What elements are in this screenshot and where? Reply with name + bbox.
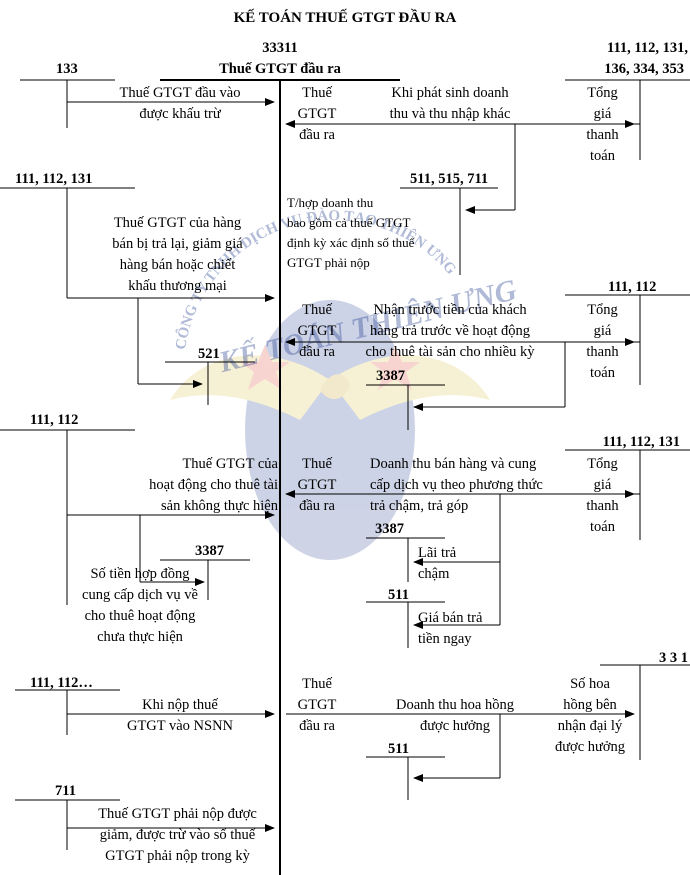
label-output-vat-2: Thuế GTGT đầu ra bbox=[297, 302, 337, 360]
label-output-vat-4: Thuế GTGT đầu ra bbox=[297, 676, 337, 734]
label-prepaid-lease: Nhận trước tiền của khách hàng trả trước… bbox=[365, 302, 535, 360]
label-commission-agent: Số hoa hồng bên nhận đại lý được hưởng bbox=[554, 676, 626, 755]
label-vat-returns: Thuế GTGT của hàng bán bị trả lại, giảm … bbox=[112, 215, 243, 294]
label-revenue-incl-vat: T/hợp doanh thu bao gồm cả thuế GTGT địn… bbox=[287, 195, 415, 270]
account-111-112-right: 111, 112 bbox=[608, 279, 657, 295]
main-account-name: Thuế GTGT đầu ra bbox=[219, 61, 341, 77]
label-unearned-lease: Số tiền hợp đồng cung cấp dịch vụ về cho… bbox=[82, 566, 198, 645]
label-total-payment-2: Tổng giá thanh toán bbox=[586, 302, 619, 381]
account-111-112-131-top: 111, 112, 131, bbox=[607, 40, 688, 56]
account-3387-a: 3387 bbox=[376, 368, 405, 384]
label-output-vat-1: Thuế GTGT đầu ra bbox=[297, 85, 337, 143]
label-deferred-interest: Lãi trả chậm bbox=[418, 545, 457, 582]
label-vat-reduced: Thuế GTGT phải nộp được giảm, được trừ v… bbox=[98, 806, 257, 864]
account-133: 133 bbox=[56, 61, 78, 77]
main-account-code: 33311 bbox=[262, 40, 298, 56]
label-pay-vat: Khi nộp thuế GTGT vào NSNN bbox=[126, 697, 234, 734]
account-511-a: 511 bbox=[388, 587, 409, 603]
account-331: 3 3 1 bbox=[659, 650, 688, 666]
account-111-112-131-left: 111, 112, 131 bbox=[15, 171, 93, 187]
account-3387-b: 3387 bbox=[195, 543, 224, 559]
label-cash-price: Giá bán trả tiền ngay bbox=[418, 610, 483, 647]
label-total-payment-1: Tổng giá thanh toán bbox=[586, 85, 619, 164]
account-111-112-left: 111, 112 bbox=[30, 412, 79, 428]
account-511-515-711: 511, 515, 711 bbox=[410, 171, 489, 187]
label-revenue-other: Khi phát sinh doanh thu và thu nhập khác bbox=[389, 85, 511, 122]
account-711: 711 bbox=[55, 783, 76, 799]
account-511-b: 511 bbox=[388, 741, 409, 757]
label-vat-deductible: Thuế GTGT đầu vào được khấu trừ bbox=[119, 85, 241, 122]
label-installment-sales: Doanh thu bán hàng và cung cấp dịch vụ t… bbox=[370, 456, 543, 514]
label-output-vat-3: Thuế GTGT đầu ra bbox=[297, 456, 337, 514]
account-111-112-dots: 111, 112… bbox=[30, 675, 93, 691]
account-521: 521 bbox=[198, 346, 220, 362]
label-vat-lease-unearned: Thuế GTGT của hoạt động cho thuê tài sản… bbox=[149, 456, 278, 514]
label-total-payment-3: Tổng giá thanh toán bbox=[586, 456, 619, 535]
label-commission-revenue: Doanh thu hoa hồng được hưởng bbox=[396, 697, 514, 734]
diagram-title: KẾ TOÁN THUẾ GTGT ĐẦU RA bbox=[233, 10, 457, 26]
account-136-334-353: 136, 334, 353 bbox=[604, 61, 684, 77]
account-3387-c: 3387 bbox=[375, 521, 404, 537]
account-111-112-131-right: 111, 112, 131 bbox=[602, 434, 680, 450]
